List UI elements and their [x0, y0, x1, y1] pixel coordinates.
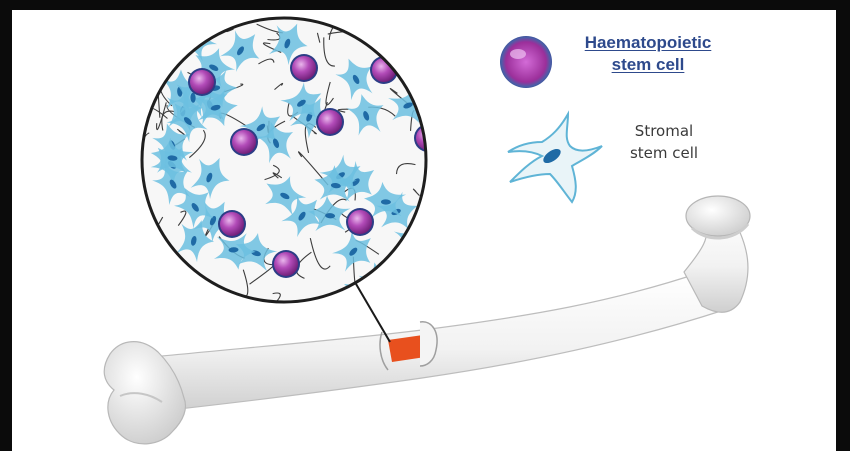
- hsc-label-line2: stem cell: [568, 54, 728, 76]
- diagram-frame: Haematopoietic stem cell Stromal stem ce…: [12, 10, 836, 451]
- haematopoietic-cell: [290, 54, 318, 82]
- haematopoietic-cell: [316, 108, 344, 136]
- marrow-magnification: [119, 10, 443, 317]
- haematopoietic-cell: [346, 208, 374, 236]
- bone-marrow-diagram: [12, 10, 836, 451]
- hsc-label-line1: Haematopoietic: [568, 32, 728, 54]
- collagen-fiber: [135, 234, 145, 260]
- stromal-stem-cell-label: Stromal stem cell: [604, 120, 724, 164]
- collagen-fiber: [394, 283, 413, 296]
- collagen-fiber: [392, 20, 399, 48]
- collagen-fiber: [190, 19, 211, 35]
- collagen-fiber: [160, 60, 166, 65]
- haematopoietic-cell: [218, 210, 246, 238]
- stromal-cell: [398, 10, 443, 43]
- collagen-fiber: [159, 266, 165, 287]
- stromal-label-line2: stem cell: [604, 142, 724, 164]
- stromal-cell: [383, 10, 436, 48]
- collagen-fiber: [151, 268, 165, 285]
- stromal-legend-icon: [508, 114, 602, 202]
- haematopoietic-cell: [272, 250, 300, 278]
- haematopoietic-cell: [230, 128, 258, 156]
- stromal-cell: [126, 265, 175, 317]
- haematopoietic-stem-cell-label: Haematopoietic stem cell: [568, 32, 728, 76]
- collagen-fiber: [137, 35, 165, 44]
- hsc-legend-icon: [500, 36, 552, 88]
- collagen-fiber: [119, 120, 144, 150]
- haematopoietic-cell: [414, 124, 442, 152]
- collagen-fiber: [165, 10, 186, 28]
- haematopoietic-cell: [188, 68, 216, 96]
- collagen-fiber: [176, 274, 200, 285]
- collagen-fiber: [366, 279, 374, 299]
- stromal-label-line1: Stromal: [604, 120, 724, 142]
